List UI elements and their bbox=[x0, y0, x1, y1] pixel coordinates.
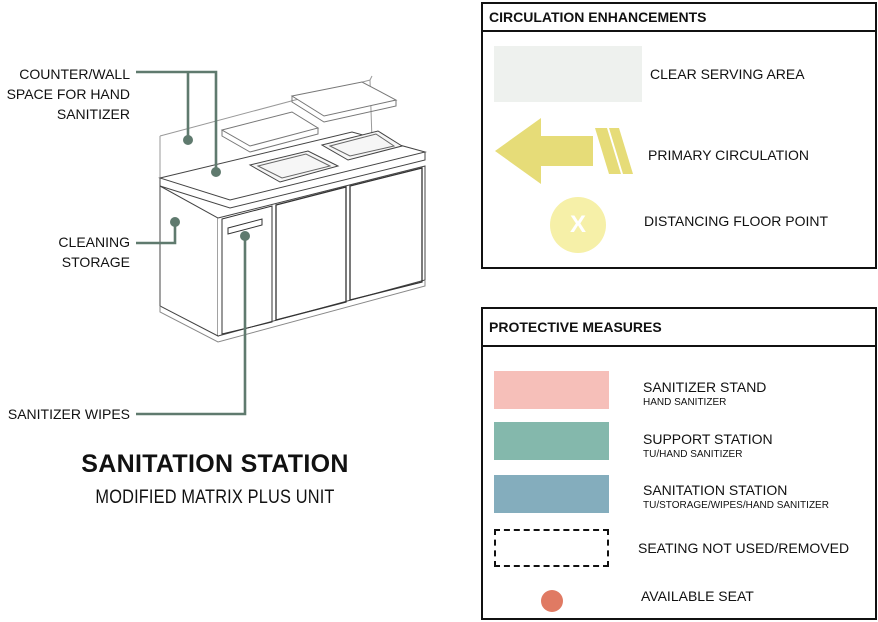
legend-label: AVAILABLE SEAT bbox=[641, 588, 754, 604]
panel-header: PROTECTIVE MEASURES bbox=[483, 309, 875, 347]
legend-label: SANITIZER STAND bbox=[643, 379, 767, 395]
callout-line: SPACE FOR HAND bbox=[6, 86, 130, 102]
sanitation-station-swatch bbox=[494, 475, 609, 513]
support-station-swatch bbox=[494, 422, 609, 460]
legend-label: CLEAR SERVING AREA bbox=[650, 66, 805, 82]
legend-sublabel: TU/STORAGE/WIPES/HAND SANITIZER bbox=[643, 500, 829, 511]
legend-label: SEATING NOT USED/REMOVED bbox=[638, 540, 850, 556]
legend-sublabel: TU/HAND SANITIZER bbox=[643, 449, 743, 460]
panel-header: CIRCULATION ENHANCEMENTS bbox=[483, 4, 875, 32]
legend-label: DISTANCING FLOOR POINT bbox=[644, 213, 829, 229]
callout-line: STORAGE bbox=[61, 254, 130, 270]
legend-label: PRIMARY CIRCULATION bbox=[648, 147, 810, 163]
arrow-left-icon bbox=[495, 118, 633, 184]
callout-counter-wall: COUNTER/WALL SPACE FOR HAND SANITIZER bbox=[0, 64, 130, 124]
station-illustration bbox=[136, 70, 427, 416]
seating-removed-swatch bbox=[494, 529, 609, 567]
sanitizer-stand-swatch bbox=[494, 371, 609, 409]
clear-area-swatch bbox=[494, 46, 642, 102]
protective-legend-panel: PROTECTIVE MEASURES SANITIZER STAND HAND… bbox=[481, 307, 877, 620]
legend-sublabel: HAND SANITIZER bbox=[643, 397, 727, 408]
diagram-title: SANITATION STATION bbox=[81, 450, 349, 478]
callout-line: CLEANING bbox=[58, 234, 130, 250]
available-seat-dot bbox=[541, 590, 563, 612]
callout-sanitizer-wipes: SANITIZER WIPES bbox=[7, 406, 130, 422]
legend-label: SUPPORT STATION bbox=[643, 431, 773, 447]
diagram-subtitle: MODIFIED MATRIX PLUS UNIT bbox=[95, 487, 335, 508]
x-circle-icon: X bbox=[550, 197, 606, 253]
callout-line: COUNTER/WALL bbox=[19, 66, 130, 82]
callout-line: SANITIZER bbox=[56, 106, 130, 122]
circulation-legend-panel: CIRCULATION ENHANCEMENTS CLEAR SERVING A… bbox=[481, 2, 877, 269]
legend-label: SANITATION STATION bbox=[643, 482, 788, 498]
callout-cleaning-storage: CLEANING STORAGE bbox=[0, 232, 130, 272]
